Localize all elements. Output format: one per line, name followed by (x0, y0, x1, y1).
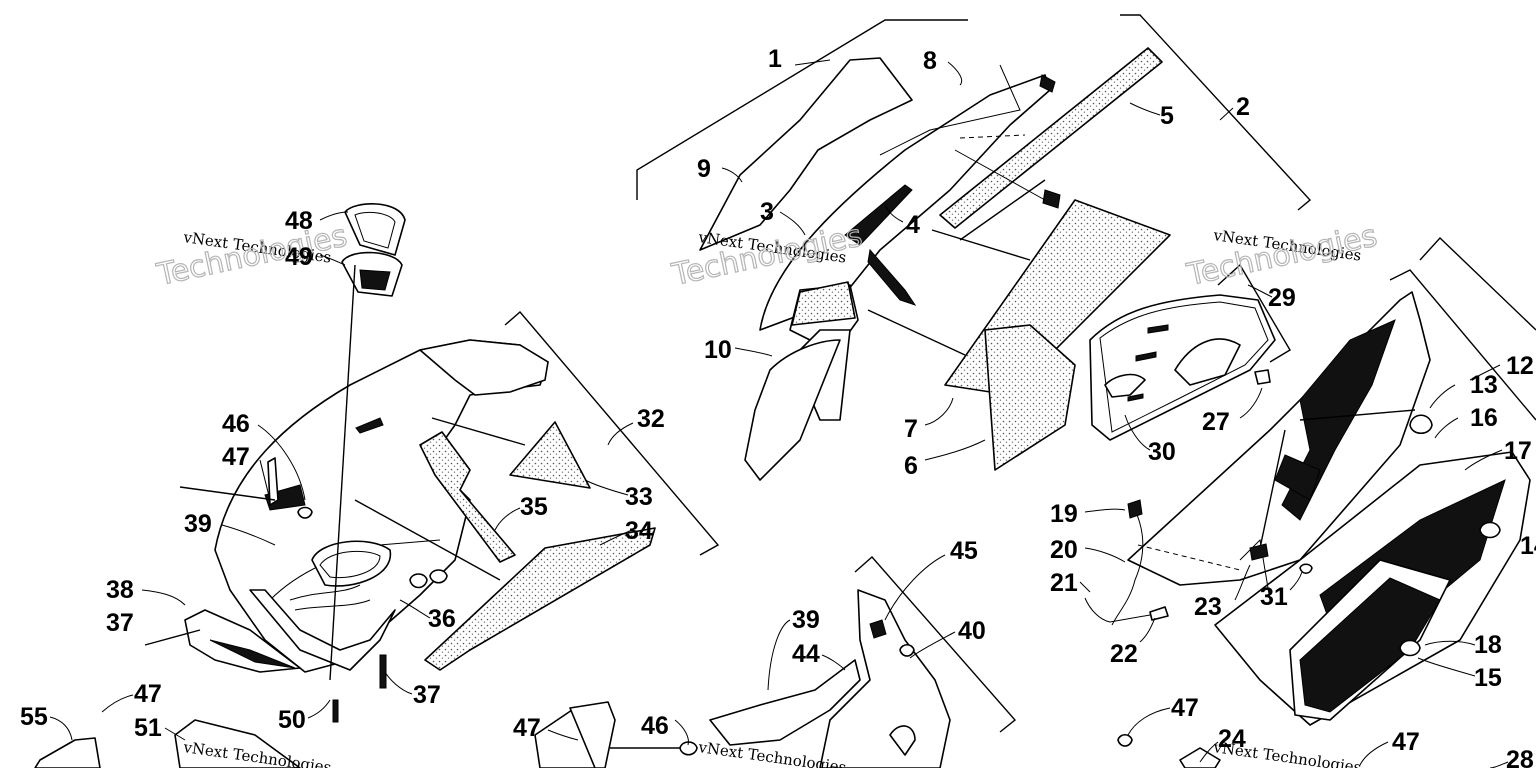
callout-55: 55 (20, 703, 48, 731)
callout-3: 3 (760, 198, 774, 226)
callout-45: 45 (950, 537, 978, 565)
callout-27: 27 (1202, 408, 1230, 436)
callout-16: 16 (1470, 404, 1498, 432)
callout-46: 46 (641, 712, 669, 740)
callout-14: 14 (1520, 532, 1536, 560)
callout-32: 32 (637, 405, 665, 433)
callout-28: 28 (1506, 746, 1534, 768)
callout-20: 20 (1050, 536, 1078, 564)
callout-40: 40 (958, 617, 986, 645)
callout-15: 15 (1474, 664, 1502, 692)
side-panel-assembly (1089, 294, 1276, 441)
callout-39: 39 (792, 606, 820, 634)
callout-19: 19 (1050, 500, 1078, 528)
callout-50: 50 (278, 706, 306, 734)
callout-18: 18 (1474, 631, 1502, 659)
callout-5: 5 (1160, 102, 1174, 130)
callout-47: 47 (1392, 728, 1420, 756)
callout-33: 33 (625, 483, 653, 511)
callout-51: 51 (134, 714, 162, 742)
bottom-center-parts (34, 589, 1221, 768)
callout-37: 37 (106, 609, 134, 637)
callout-23: 23 (1194, 593, 1222, 621)
callout-35: 35 (520, 493, 548, 521)
callout-2: 2 (1236, 93, 1250, 121)
callout-46: 46 (222, 410, 250, 438)
callout-6: 6 (904, 452, 918, 480)
callout-12: 12 (1506, 352, 1534, 380)
callout-8: 8 (923, 47, 937, 75)
callout-7: 7 (904, 415, 918, 443)
callout-47: 47 (513, 714, 541, 742)
callout-48: 48 (285, 207, 313, 235)
callout-30: 30 (1148, 438, 1176, 466)
callout-13: 13 (1470, 371, 1498, 399)
callout-47: 47 (134, 680, 162, 708)
hood-decal-assembly (1127, 291, 1531, 726)
windshield-assembly (699, 47, 1171, 481)
callout-47: 47 (222, 443, 250, 471)
callout-34: 34 (625, 517, 653, 545)
callout-49: 49 (285, 243, 313, 271)
callout-labels: 1 8 5 2 9 3 4 10 7 6 29 27 30 12 13 16 1… (20, 45, 1536, 768)
belly-pan-assembly (144, 203, 656, 723)
callout-24: 24 (1218, 725, 1246, 753)
callout-9: 9 (697, 155, 711, 183)
watermark-text: Technologies (153, 219, 350, 294)
callout-47: 47 (1171, 694, 1199, 722)
watermark-text: Technologies (1183, 219, 1380, 294)
callout-44: 44 (792, 640, 820, 668)
callout-4: 4 (906, 211, 920, 239)
callout-17: 17 (1504, 437, 1532, 465)
callout-36: 36 (428, 605, 456, 633)
callout-37: 37 (413, 681, 441, 709)
callout-22: 22 (1110, 640, 1138, 668)
callout-38: 38 (106, 576, 134, 604)
harness-assembly (1084, 499, 1313, 626)
callout-10: 10 (704, 336, 732, 364)
callout-21: 21 (1050, 569, 1078, 597)
callout-1: 1 (768, 45, 782, 73)
callout-31: 31 (1260, 583, 1288, 611)
callout-29: 29 (1268, 284, 1296, 312)
leader-lines (49, 59, 1509, 768)
callout-39: 39 (184, 510, 212, 538)
